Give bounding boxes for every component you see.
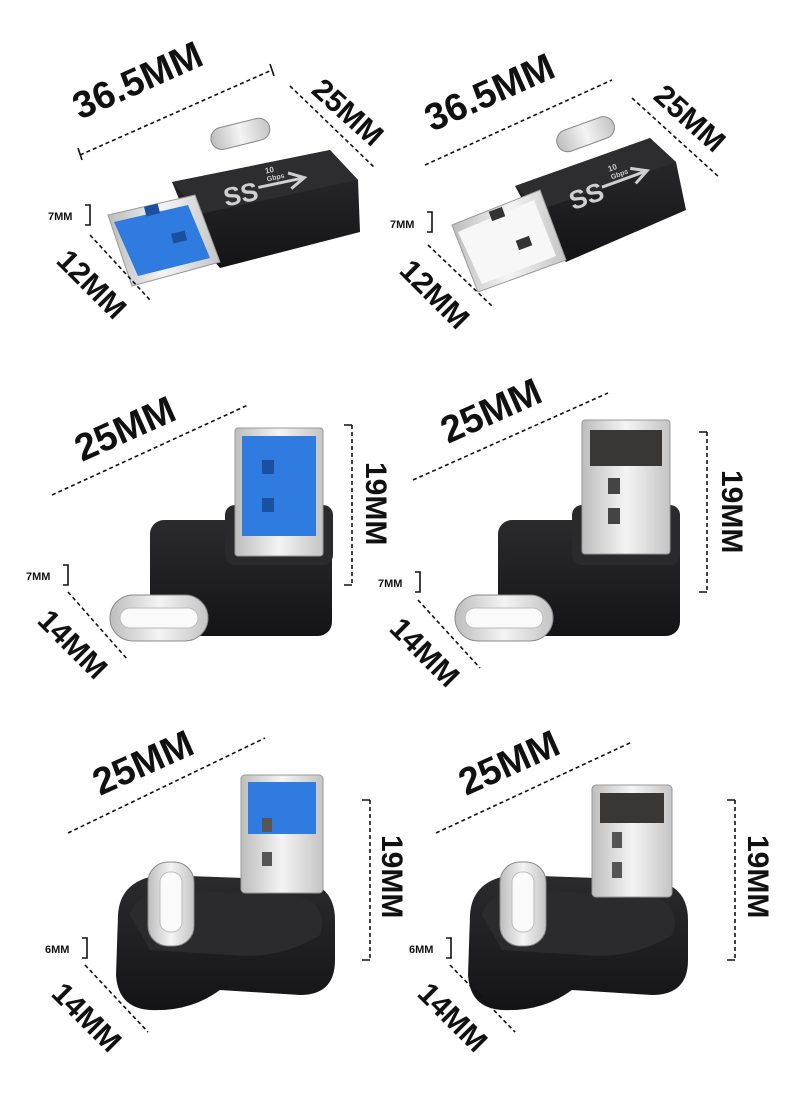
dimension-width: 25MM — [289, 73, 389, 169]
dimension-width: 25MM — [51, 389, 249, 496]
panel-right-angle-usb2: 25MM 19MM 7MM 14MM — [378, 371, 748, 694]
svg-text:10: 10 — [264, 165, 275, 176]
panel-right-angle-usb3: 25MM 19MM 7MM 14MM — [26, 389, 392, 686]
panel-u-shape-usb3: 25MM 19MM 6MM 14MM — [45, 723, 408, 1059]
dimension-width: 25MM — [412, 371, 609, 481]
dimension-thickness: 7MM — [378, 571, 421, 593]
dimension-thickness: 7MM — [48, 204, 91, 226]
svg-text:36.5MM: 36.5MM — [419, 46, 561, 140]
svg-text:25MM: 25MM — [87, 723, 201, 804]
dimension-thickness: 6MM — [409, 937, 452, 959]
svg-text:12MM: 12MM — [393, 254, 475, 336]
svg-text:14MM: 14MM — [383, 612, 465, 694]
svg-text:6MM: 6MM — [409, 944, 433, 956]
svg-text:7MM: 7MM — [26, 571, 50, 583]
adapter-image — [454, 419, 680, 642]
dimension-height: 19MM — [344, 424, 392, 586]
dimension-height: 19MM — [362, 799, 408, 961]
svg-text:19MM: 19MM — [375, 835, 408, 918]
svg-text:25MM: 25MM — [435, 371, 549, 452]
adapter-image: SS 10 Gbps — [451, 116, 686, 293]
svg-text:25MM: 25MM — [69, 389, 183, 470]
svg-text:19MM: 19MM — [359, 462, 392, 545]
svg-text:19MM: 19MM — [741, 835, 774, 918]
dimension-thickness: 7MM — [390, 211, 433, 233]
panel-straight-usb3: SS 10 Gbps 36.5MM 25MM 7MM 12MM — [48, 34, 389, 326]
dimension-height: 19MM — [699, 431, 748, 593]
dimension-thickness: 6MM — [45, 937, 88, 959]
svg-text:19MM: 19MM — [715, 470, 748, 553]
svg-text:7MM: 7MM — [390, 219, 414, 231]
svg-text:Gbps: Gbps — [266, 173, 285, 184]
panel-u-shape-usb2: 25MM 19MM 6MM 14MM — [409, 723, 774, 1059]
adapter-image: SS 10 Gbps — [107, 117, 360, 287]
ss-logo-text: SS — [221, 176, 261, 213]
svg-text:7MM: 7MM — [378, 578, 402, 590]
dimension-width: 25MM — [67, 723, 266, 834]
svg-text:14MM: 14MM — [45, 977, 127, 1059]
panel-straight-usb2: SS 10 Gbps 36.5MM 25MM 7MM 12MM — [390, 46, 731, 336]
adapter-image — [468, 784, 688, 1011]
svg-text:12MM: 12MM — [50, 244, 132, 326]
dimension-height: 19MM — [727, 799, 774, 961]
svg-text:10: 10 — [607, 162, 619, 174]
svg-text:14MM: 14MM — [31, 604, 113, 686]
adapter-image — [116, 774, 335, 1011]
svg-text:36.5MM: 36.5MM — [67, 34, 209, 128]
adapter-image — [109, 427, 333, 642]
svg-text:6MM: 6MM — [45, 944, 69, 956]
dimension-thickness: 7MM — [26, 564, 69, 586]
svg-text:25MM: 25MM — [453, 723, 567, 804]
svg-text:25MM: 25MM — [647, 79, 731, 159]
svg-text:7MM: 7MM — [48, 211, 72, 223]
